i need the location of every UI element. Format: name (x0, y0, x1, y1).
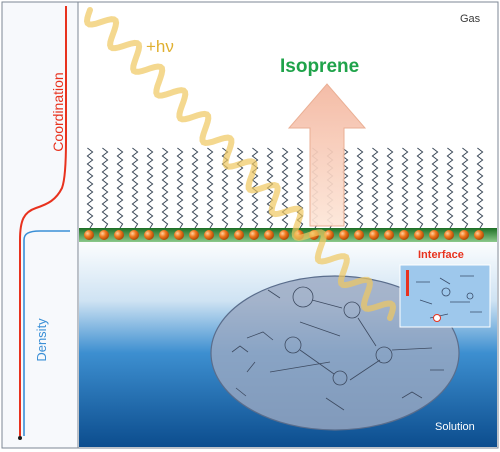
inset-marker (433, 314, 441, 322)
photon-label: +hν (146, 37, 174, 56)
headgroup-sphere (189, 230, 199, 240)
headgroup-sphere (474, 230, 484, 240)
reaction-zone (210, 275, 460, 431)
surfactant-chain (146, 147, 154, 229)
headgroup-row (84, 230, 484, 240)
headgroup-sphere (459, 230, 469, 240)
ring-structure (343, 301, 361, 319)
surfactant-chain (416, 147, 424, 229)
sine-wave-icon (83, 7, 397, 321)
surfactant-chain (116, 147, 124, 229)
headgroup-sphere (279, 230, 289, 240)
headgroup-sphere (429, 230, 439, 240)
headgroup-sphere (264, 230, 274, 240)
headgroup-sphere (159, 230, 169, 240)
surfactant-chain (431, 147, 439, 229)
surfactant-chain (131, 147, 139, 229)
surfactant-chain (461, 147, 469, 229)
headgroup-sphere (99, 230, 109, 240)
headgroup-sphere (444, 230, 454, 240)
isoprene-label: Isoprene (280, 56, 359, 77)
profile-origin-dot (18, 436, 22, 440)
surfactant-chain (446, 147, 454, 229)
surfactant-chain (476, 147, 484, 229)
headgroup-sphere (204, 230, 214, 240)
coordination-label: Coordination (50, 72, 66, 151)
surfactant-chain (371, 147, 379, 229)
density-curve (23, 230, 70, 436)
inset-bar (406, 270, 409, 296)
surfactant-chain (161, 147, 169, 229)
headgroup-sphere (174, 230, 184, 240)
ring-structure (292, 286, 314, 308)
surfactant-chain (191, 147, 199, 229)
density-label: Density (34, 318, 49, 362)
coordination-curve (19, 6, 67, 436)
ring-structure (375, 346, 393, 364)
surfactant-chain (176, 147, 184, 229)
surfactant-chain (386, 147, 394, 229)
solution-label: Solution (435, 421, 475, 433)
headgroup-sphere (354, 230, 364, 240)
headgroup-sphere (234, 230, 244, 240)
interface-label: Interface (418, 249, 464, 261)
headgroup-sphere (399, 230, 409, 240)
headgroup-sphere (114, 230, 124, 240)
ring-structure (284, 336, 302, 354)
reaction-network (231, 286, 444, 411)
surfactant-chain (101, 147, 109, 229)
headgroup-sphere (384, 230, 394, 240)
gas-label: Gas (460, 13, 481, 25)
headgroup-sphere (219, 230, 229, 240)
surfactant-chain (356, 147, 364, 229)
headgroup-sphere (84, 230, 94, 240)
headgroup-sphere (339, 230, 349, 240)
surfactant-chain (401, 147, 409, 229)
headgroup-sphere (144, 230, 154, 240)
inset-content (416, 275, 482, 319)
ring-structure (332, 370, 348, 386)
surfactant-chain (206, 147, 214, 229)
surfactant-chain (86, 147, 94, 229)
headgroup-sphere (129, 230, 139, 240)
up-arrow-icon (287, 83, 367, 227)
headgroup-sphere (369, 230, 379, 240)
headgroup-sphere (249, 230, 259, 240)
headgroup-sphere (414, 230, 424, 240)
